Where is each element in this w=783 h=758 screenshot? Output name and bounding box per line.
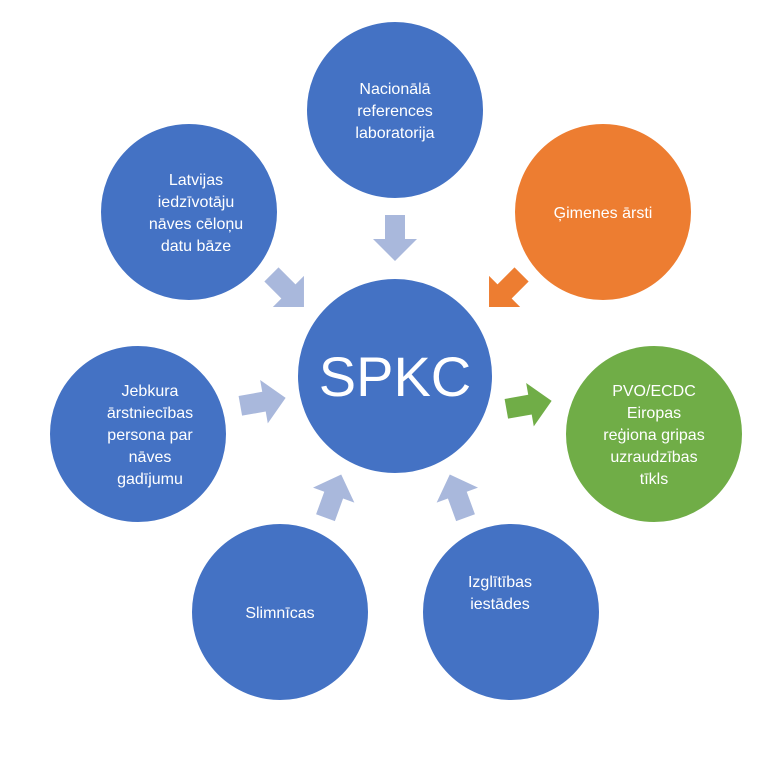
node-top-right: Ģimenes ārsti [513, 122, 693, 302]
arrow-shape [489, 267, 529, 307]
right-label-line: Eiropas [627, 405, 681, 422]
arrow-shape [238, 379, 286, 424]
center-node: SPKC [296, 277, 494, 475]
node-left-circle [48, 344, 228, 524]
center-node-label: SPKC [319, 345, 472, 408]
top-left-label-line: iedzīvotāju [158, 194, 235, 211]
node-bottom-left-label: Slimnīcas [245, 605, 314, 622]
node-bottom-right-circle [421, 522, 601, 702]
node-bottom-right-label: Izglītības iestādes [468, 574, 532, 613]
node-top-left-label: Latvijas iedzīvotāju nāves cēloņu datu bāze [149, 172, 243, 255]
right-label-line: PVO/ECDC [612, 383, 696, 400]
arrow-from-top-left [264, 267, 304, 307]
arrow-shape [373, 215, 417, 261]
right-label-line: tīkls [640, 471, 668, 488]
arrow-from-top [373, 215, 417, 261]
left-label-line: persona par [107, 427, 193, 444]
node-bottom-right: Izglītības iestādes [421, 522, 601, 702]
top-label-line: references [357, 103, 433, 120]
arrow-from-top-right [489, 267, 529, 307]
node-top-label: Nacionālā references laboratorija [355, 81, 434, 142]
node-right-circle [564, 344, 744, 524]
node-bottom-left: Slimnīcas [190, 522, 370, 702]
node-left: Jebkura ārstniecības persona par nāves gadīj… [48, 344, 228, 524]
node-top-left: Latvijas iedzīvotāju nāves cēloņu datu bāze [99, 122, 279, 302]
node-right-label: PVO/ECDC Eiropas reģiona gripas uzraudzības… [603, 383, 704, 488]
arrow-from-bottom-left [313, 474, 355, 522]
node-top-circle [305, 20, 485, 200]
arrow-from-left [238, 379, 286, 424]
left-label-line: Jebkura [122, 383, 179, 400]
node-right: PVO/ECDC Eiropas reģiona gripas uzraudzības… [564, 344, 744, 524]
arrow-shape [313, 474, 355, 522]
arrow-shape [504, 382, 552, 427]
node-top-left-circle [99, 122, 279, 302]
node-bottom-left-circle [190, 522, 370, 702]
left-label-line: gadījumu [117, 471, 183, 488]
node-top-right-label: Ģimenes ārsti [554, 205, 653, 222]
bottom-right-label-line: iestādes [470, 596, 530, 613]
bottom-right-label-line: Izglītības [468, 574, 532, 591]
node-top-right-circle [513, 122, 693, 302]
right-label-line: uzraudzības [610, 449, 697, 466]
center-node-circle [296, 277, 494, 475]
bottom-left-label-line: Slimnīcas [245, 605, 314, 622]
left-label-line: ārstniecības [107, 405, 193, 422]
top-label-line: Nacionālā [359, 81, 430, 98]
arrow-from-bottom-right [436, 474, 478, 522]
arrow-shape [264, 267, 304, 307]
top-left-label-line: nāves cēloņu [149, 216, 243, 233]
right-label-line: reģiona gripas [603, 426, 704, 444]
node-top: Nacionālā references laboratorija [305, 20, 485, 200]
top-right-label-line: Ģimenes ārsti [554, 205, 653, 222]
top-left-label-line: Latvijas [169, 172, 223, 189]
arrow-shape [436, 474, 478, 522]
left-label-line: nāves [129, 449, 172, 466]
node-left-label: Jebkura ārstniecības persona par nāves gadīj… [107, 383, 194, 488]
top-left-label-line: datu bāze [161, 238, 231, 255]
arrow-to-right [504, 382, 552, 427]
top-label-line: laboratorija [355, 125, 434, 142]
